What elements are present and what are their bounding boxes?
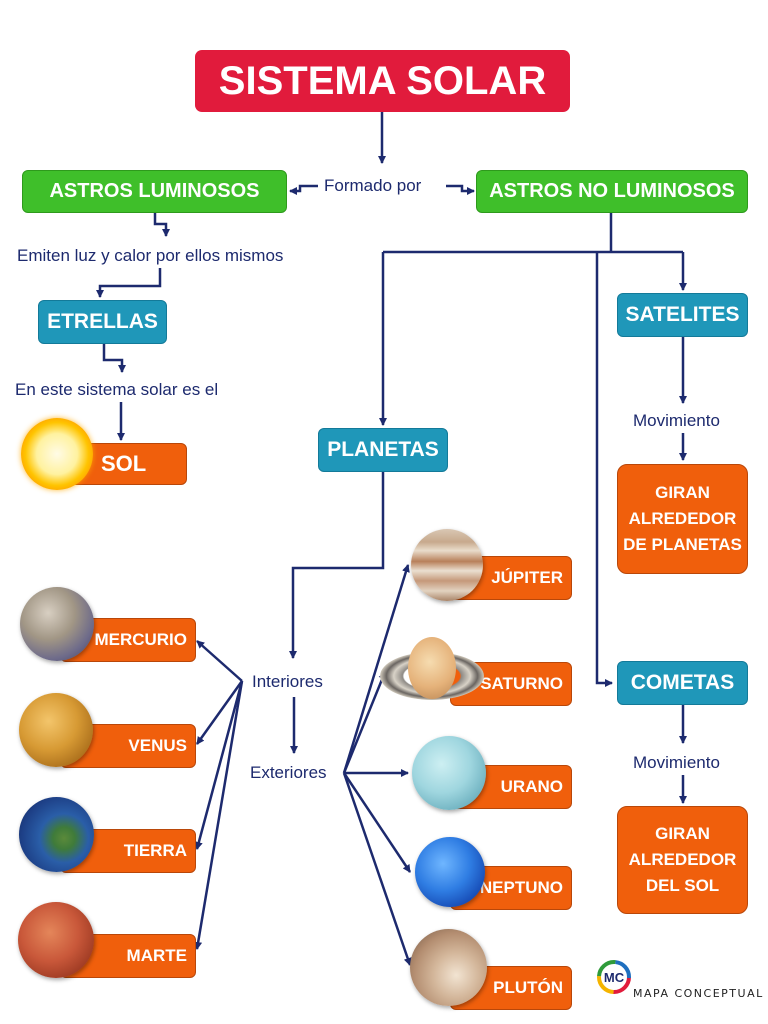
mercury-image (20, 587, 94, 661)
cometas-label: COMETAS (630, 671, 735, 694)
venus-image (19, 693, 93, 767)
uranus-image (412, 736, 486, 810)
venus-label: VENUS (128, 736, 187, 755)
etrellas-box: ETRELLAS (38, 300, 167, 344)
sol-label: SOL (101, 451, 147, 476)
saturn-image (408, 637, 456, 699)
saturno-label: SATURNO (480, 674, 563, 693)
page-title: SISTEMA SOLAR (218, 58, 547, 103)
satelites-label: SATELITES (625, 303, 740, 326)
emiten-label: Emiten luz y calor por ellos mismos (17, 246, 284, 265)
title-box: SISTEMA SOLAR (195, 50, 570, 112)
planetas-label: PLANETAS (327, 438, 439, 461)
planetas-box: PLANETAS (318, 428, 448, 472)
interiores-label: Interiores (252, 672, 323, 691)
giran-planetas-box: GIRAN ALREDEDOR DE PLANETAS (617, 464, 748, 574)
earth-image (19, 797, 94, 872)
mercurio-label: MERCURIO (94, 630, 187, 649)
cometas-box: COMETAS (617, 661, 748, 705)
tierra-label: TIERRA (123, 841, 187, 860)
giran-planetas-label: GIRAN ALREDEDOR DE PLANETAS (623, 483, 742, 554)
mars-image (18, 902, 94, 978)
mapa-conceptual-logo: MC (597, 960, 631, 994)
giran-sol-box: GIRAN ALREDEDOR DEL SOL (617, 806, 748, 914)
satelites-box: SATELITES (617, 293, 748, 337)
etrellas-label: ETRELLAS (47, 310, 158, 333)
astros-no-luminosos-box: ASTROS NO LUMINOSOS (476, 170, 748, 213)
en-este-label: En este sistema solar es el (15, 380, 219, 399)
marte-label: MARTE (126, 946, 187, 965)
astros-luminosos-label: ASTROS LUMINOSOS (49, 180, 260, 202)
giran-sol-label: GIRAN ALREDEDOR DEL SOL (628, 824, 737, 895)
sun-image (21, 418, 93, 490)
astros-luminosos-box: ASTROS LUMINOSOS (22, 170, 287, 213)
movimiento-cometas-label: Movimiento (633, 753, 720, 772)
astros-no-luminosos-label: ASTROS NO LUMINOSOS (489, 180, 735, 202)
pluton-label: PLUTÓN (493, 978, 563, 997)
movimiento-satelites-label: Movimiento (633, 411, 720, 430)
jupiter-box: JÚPITER (450, 556, 572, 600)
neptune-image (415, 837, 485, 907)
jupiter-label: JÚPITER (491, 568, 563, 587)
logo-initials: MC (604, 970, 625, 985)
pluto-image (410, 929, 487, 1006)
logo-text: MAPA CONCEPTUAL (633, 987, 764, 1000)
formado-por-label: Formado por (324, 176, 422, 195)
exteriores-label: Exteriores (250, 763, 327, 782)
jupiter-image (411, 529, 483, 601)
neptuno-label: NEPTUNO (479, 878, 563, 897)
urano-label: URANO (500, 777, 563, 796)
